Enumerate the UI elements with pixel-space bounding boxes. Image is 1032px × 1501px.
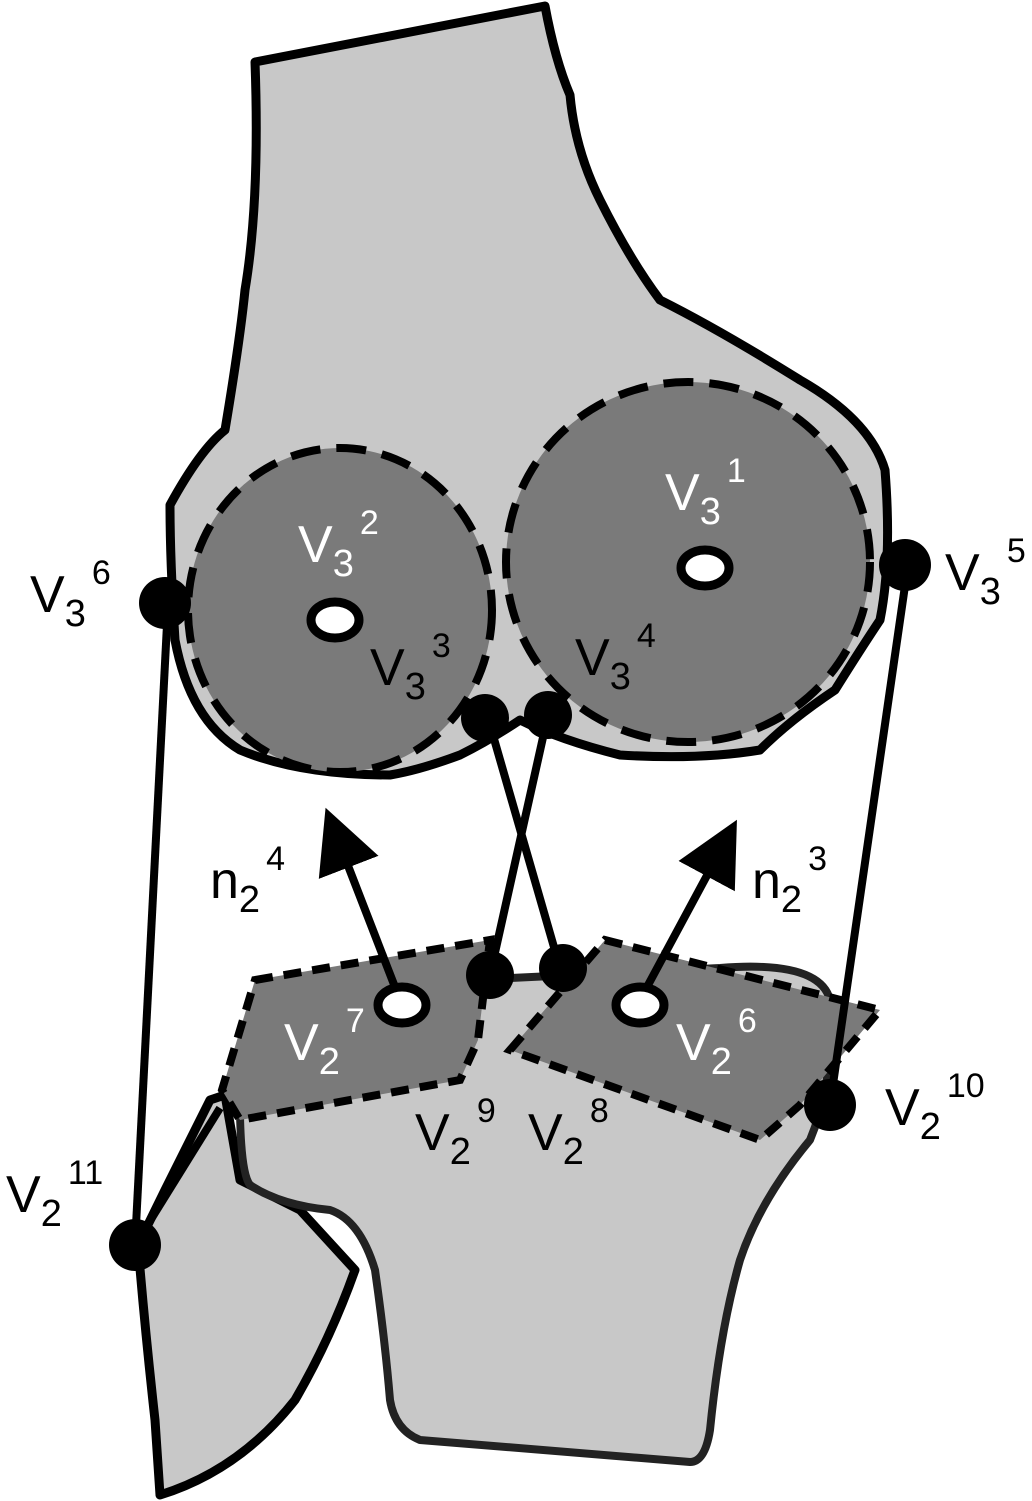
- point-v3-3: [461, 694, 509, 742]
- label-v3-6: V36: [30, 554, 111, 635]
- point-v2-9: [466, 951, 514, 999]
- label-n2-4: n24: [210, 840, 285, 921]
- centroid-v3-2: [311, 602, 359, 638]
- lateral-collateral-ligament: [135, 605, 168, 1245]
- label-v2-11: V211: [6, 1154, 103, 1235]
- point-v2-11: [109, 1219, 161, 1271]
- point-v3-4: [524, 691, 572, 739]
- point-v2-10: [804, 1079, 856, 1131]
- label-v2-10: V210: [885, 1067, 985, 1148]
- centroid-v2-7: [378, 987, 426, 1023]
- centroid-v3-1: [681, 550, 729, 586]
- point-v3-5: [879, 539, 931, 591]
- label-n2-3: n23: [752, 840, 827, 921]
- label-v3-5: V35: [945, 532, 1026, 613]
- point-v3-6: [139, 577, 191, 629]
- centroid-v2-6: [616, 987, 664, 1023]
- point-v2-8: [539, 944, 587, 992]
